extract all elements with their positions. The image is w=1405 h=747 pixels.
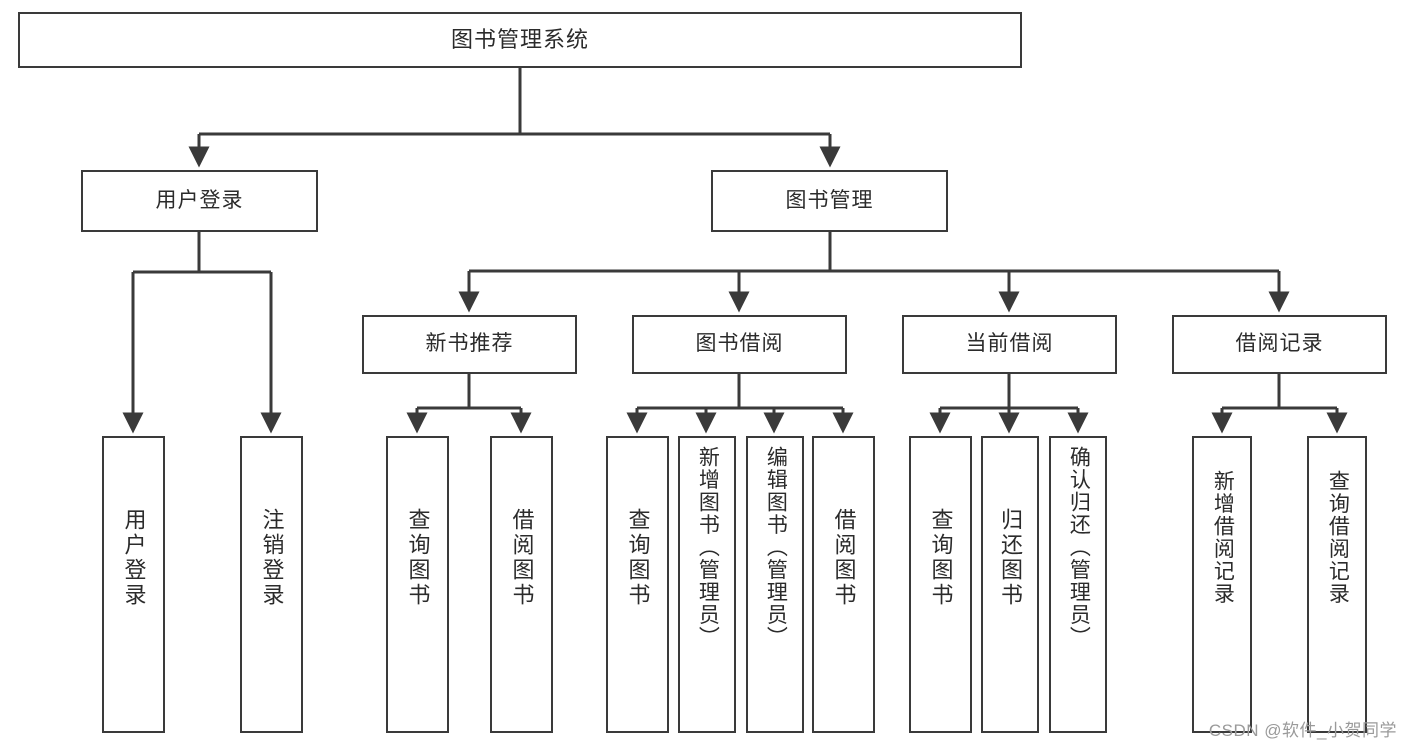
- node-leaf-user-login[interactable]: 用户登录: [102, 436, 165, 733]
- node-label: 新增图书（管理员）: [696, 446, 720, 649]
- node-leaf-query-book-current[interactable]: 查询图书: [909, 436, 972, 733]
- node-label: 新书推荐: [425, 332, 514, 356]
- node-label: 借阅记录: [1235, 332, 1324, 356]
- node-leaf-confirm-return-admin[interactable]: 确认归还（管理员）: [1049, 436, 1107, 733]
- node-current-borrow[interactable]: 当前借阅: [902, 315, 1117, 374]
- node-leaf-return-book[interactable]: 归还图书: [981, 436, 1039, 733]
- node-borrow-record[interactable]: 借阅记录: [1172, 315, 1387, 374]
- node-label: 用户登录: [155, 188, 244, 212]
- node-label: 查询图书: [625, 508, 651, 608]
- node-leaf-query-borrow-record[interactable]: 查询借阅记录: [1307, 436, 1367, 733]
- node-label: 图书管理: [785, 188, 874, 212]
- node-root-book-management-system[interactable]: 图书管理系统: [18, 12, 1022, 68]
- node-label: 注销登录: [259, 508, 285, 608]
- node-leaf-edit-book-admin[interactable]: 编辑图书（管理员）: [746, 436, 804, 733]
- node-leaf-logout-login[interactable]: 注销登录: [240, 436, 303, 733]
- node-label: 查询图书: [405, 508, 431, 608]
- node-label: 借阅图书: [509, 508, 535, 608]
- node-new-book-recommend[interactable]: 新书推荐: [362, 315, 577, 374]
- csdn-watermark: CSDN @软件_小贺同学: [1208, 721, 1397, 740]
- node-label: 查询图书: [928, 508, 954, 608]
- node-leaf-query-book-borrow[interactable]: 查询图书: [606, 436, 669, 733]
- node-label: 图书借阅: [695, 332, 784, 356]
- node-label: 图书管理系统: [450, 27, 589, 53]
- node-leaf-borrow-book-recommend[interactable]: 借阅图书: [490, 436, 553, 733]
- node-label: 归还图书: [997, 508, 1023, 608]
- node-label: 当前借阅: [965, 332, 1054, 356]
- node-book-management[interactable]: 图书管理: [711, 170, 948, 232]
- node-label: 新增借阅记录: [1211, 470, 1235, 605]
- node-user-login[interactable]: 用户登录: [81, 170, 318, 232]
- node-label: 编辑图书（管理员）: [764, 446, 788, 649]
- node-label: 用户登录: [121, 508, 147, 608]
- node-leaf-add-book-admin[interactable]: 新增图书（管理员）: [678, 436, 736, 733]
- node-leaf-borrow-book-borrow[interactable]: 借阅图书: [812, 436, 875, 733]
- node-label: 查询借阅记录: [1326, 470, 1350, 605]
- node-label: 借阅图书: [831, 508, 857, 608]
- node-book-borrow[interactable]: 图书借阅: [632, 315, 847, 374]
- node-label: 确认归还（管理员）: [1067, 446, 1091, 649]
- node-leaf-query-book-recommend[interactable]: 查询图书: [386, 436, 449, 733]
- node-leaf-add-borrow-record[interactable]: 新增借阅记录: [1192, 436, 1252, 733]
